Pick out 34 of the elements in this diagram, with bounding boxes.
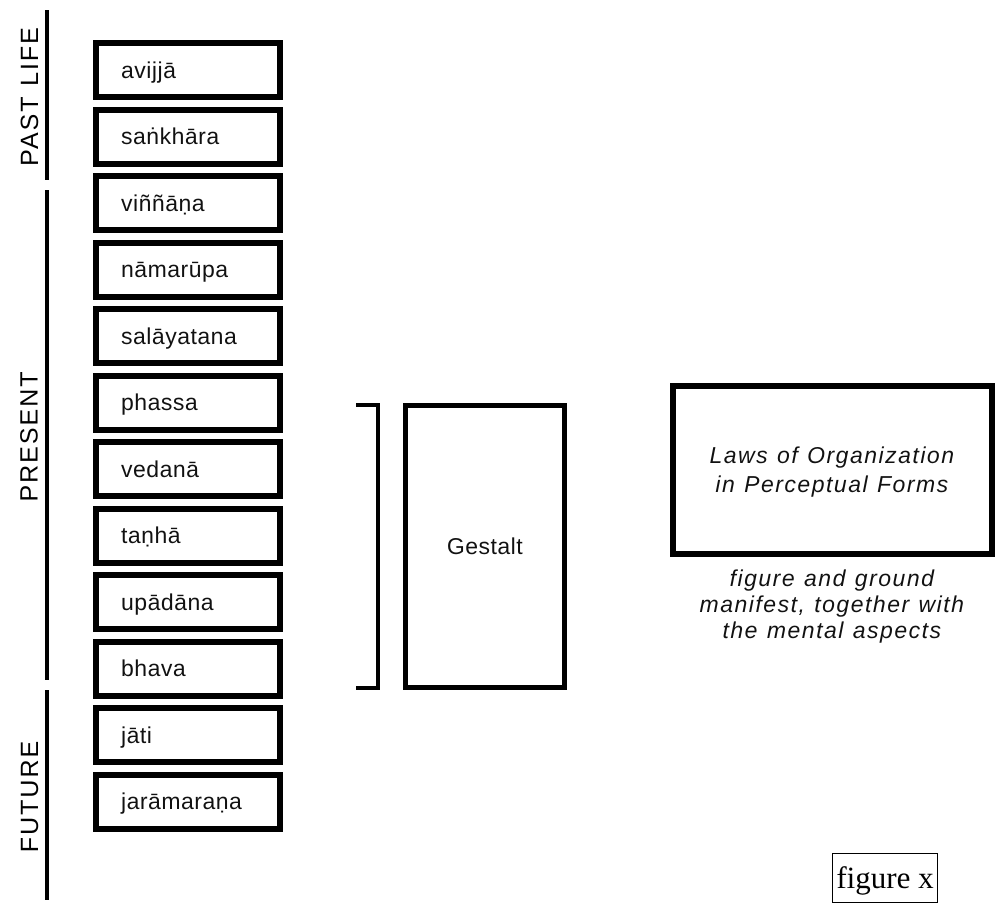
stage-box	[93, 638, 283, 698]
stage-name: bhava	[121, 655, 186, 682]
stage-box	[93, 506, 283, 566]
stage-name: vedanā	[121, 456, 200, 482]
node-text: Laws of Organization in Perceptual Forms	[708, 441, 957, 499]
stage-box	[93, 372, 283, 432]
stage-box	[93, 705, 283, 765]
stage-box	[93, 106, 283, 166]
node-text: figure x	[836, 860, 934, 896]
stage-name: nāmarūpa	[121, 256, 229, 283]
stage-box	[93, 240, 283, 300]
period-label: PRESENT	[16, 368, 45, 502]
stage-name: salāyatana	[121, 322, 238, 350]
stage-name: saṅkhāra	[121, 123, 220, 150]
stage-name: viññāṇa	[121, 190, 206, 216]
stage-name: avijjā	[121, 56, 176, 84]
stage-box	[93, 439, 283, 499]
stage-name: upādāna	[121, 588, 214, 616]
stage-box	[93, 772, 283, 832]
note-text: figure and ground manifest, together with the mental aspects	[698, 565, 966, 643]
stage-box	[93, 173, 283, 233]
stage-box	[93, 40, 283, 100]
stage-box	[93, 306, 283, 366]
period-label: FUTURE	[16, 738, 45, 852]
stage-name: jarāmaraṇa	[121, 788, 242, 815]
period-label: PAST LIFE	[15, 24, 44, 166]
figure-tag	[832, 853, 938, 903]
stage-name: phassa	[121, 389, 198, 416]
node-text: Gestalt	[446, 533, 524, 560]
stage-name: taṇhā	[121, 522, 182, 549]
stage-box	[93, 572, 283, 632]
concept-box	[670, 383, 995, 557]
stage-name: jāti	[121, 722, 152, 748]
concept-box	[403, 403, 567, 690]
